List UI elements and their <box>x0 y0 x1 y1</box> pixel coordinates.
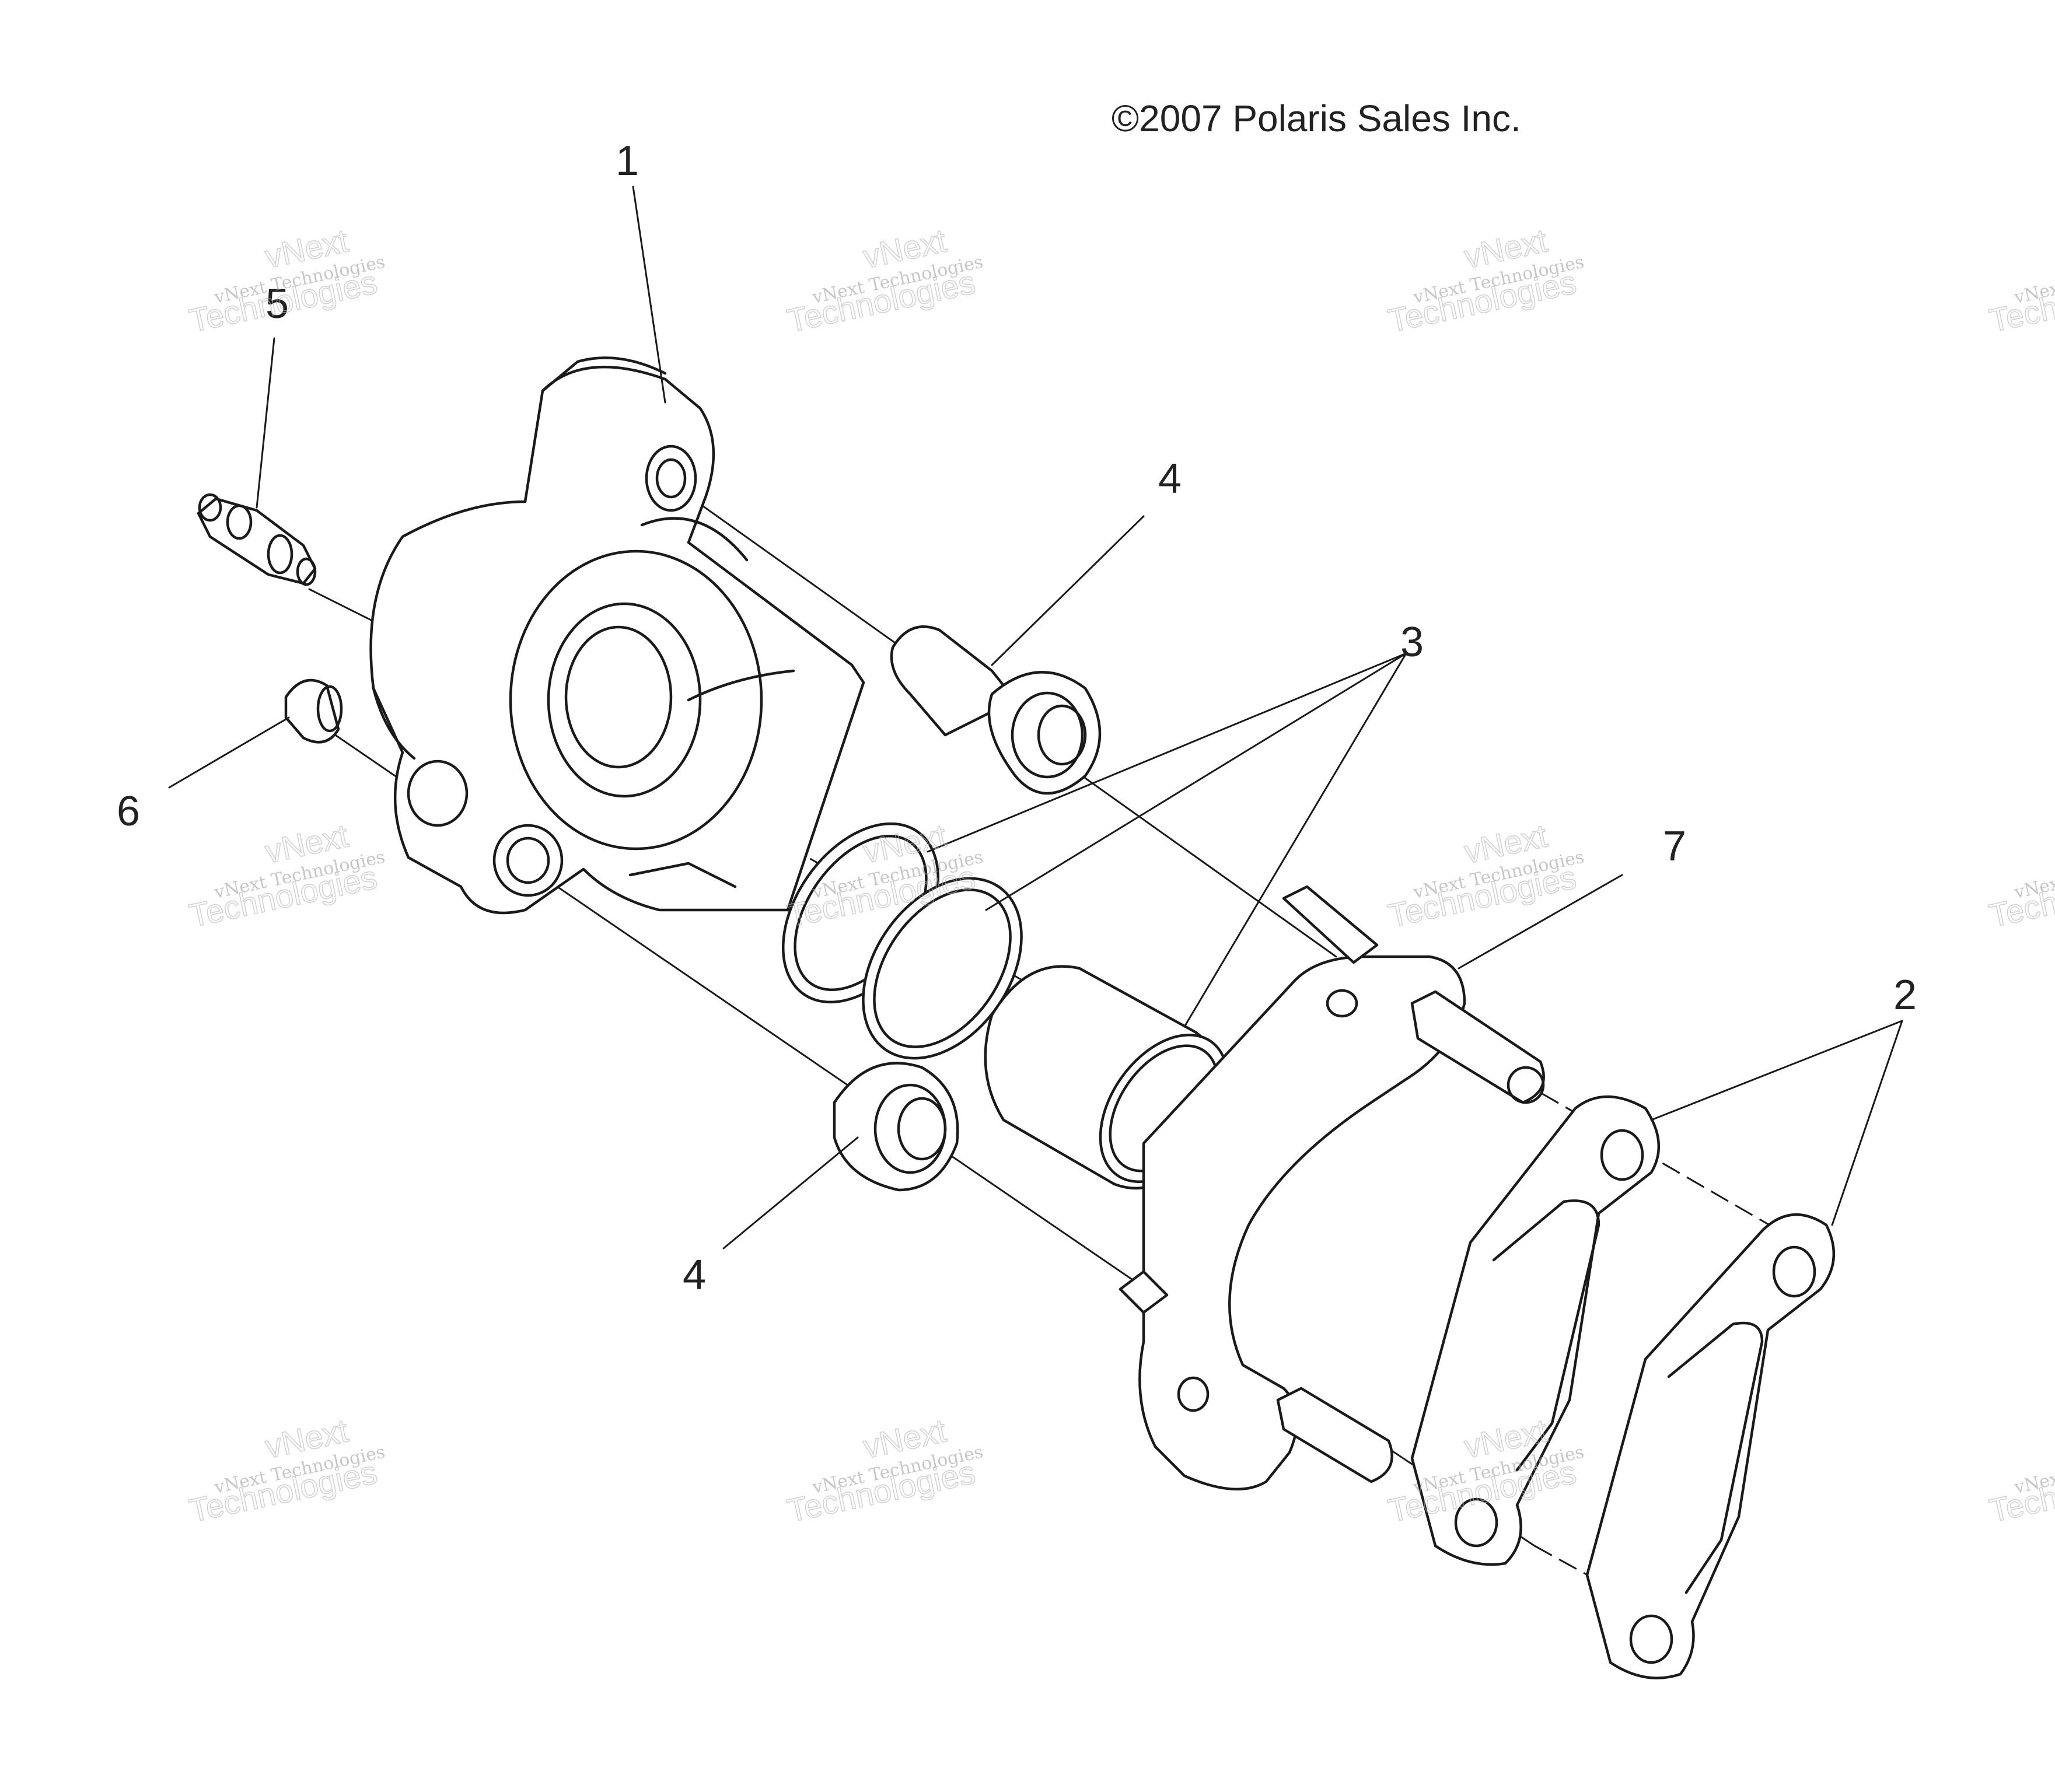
callout-3: 3 <box>1400 619 1424 666</box>
caliper-body <box>369 356 865 915</box>
bleeder-cap <box>284 678 343 744</box>
svg-text:Technologies: Technologies <box>1986 1454 2055 1530</box>
svg-text:Technologies: Technologies <box>1986 264 2055 340</box>
caliper-bracket <box>1119 885 1545 1491</box>
bleeder-screw <box>197 493 317 586</box>
svg-text:Technologies: Technologies <box>1986 859 2055 935</box>
copyright-text: ©2007 Polaris Sales Inc. <box>1112 97 1521 139</box>
callout-7: 7 <box>1663 823 1686 870</box>
brake-pads <box>1410 1095 1836 1679</box>
callout-2: 2 <box>1893 972 1917 1019</box>
pin-boot-lower <box>833 1062 959 1192</box>
callout-4-upper: 4 <box>1158 456 1182 502</box>
pin-boot-upper <box>890 625 1102 795</box>
callout-1: 1 <box>616 138 639 184</box>
callout-5: 5 <box>265 281 289 327</box>
callout-6: 6 <box>117 788 140 835</box>
piston-seals <box>781 822 1023 1060</box>
leader-lines <box>168 186 1903 1250</box>
callout-4-lower: 4 <box>683 1252 706 1298</box>
